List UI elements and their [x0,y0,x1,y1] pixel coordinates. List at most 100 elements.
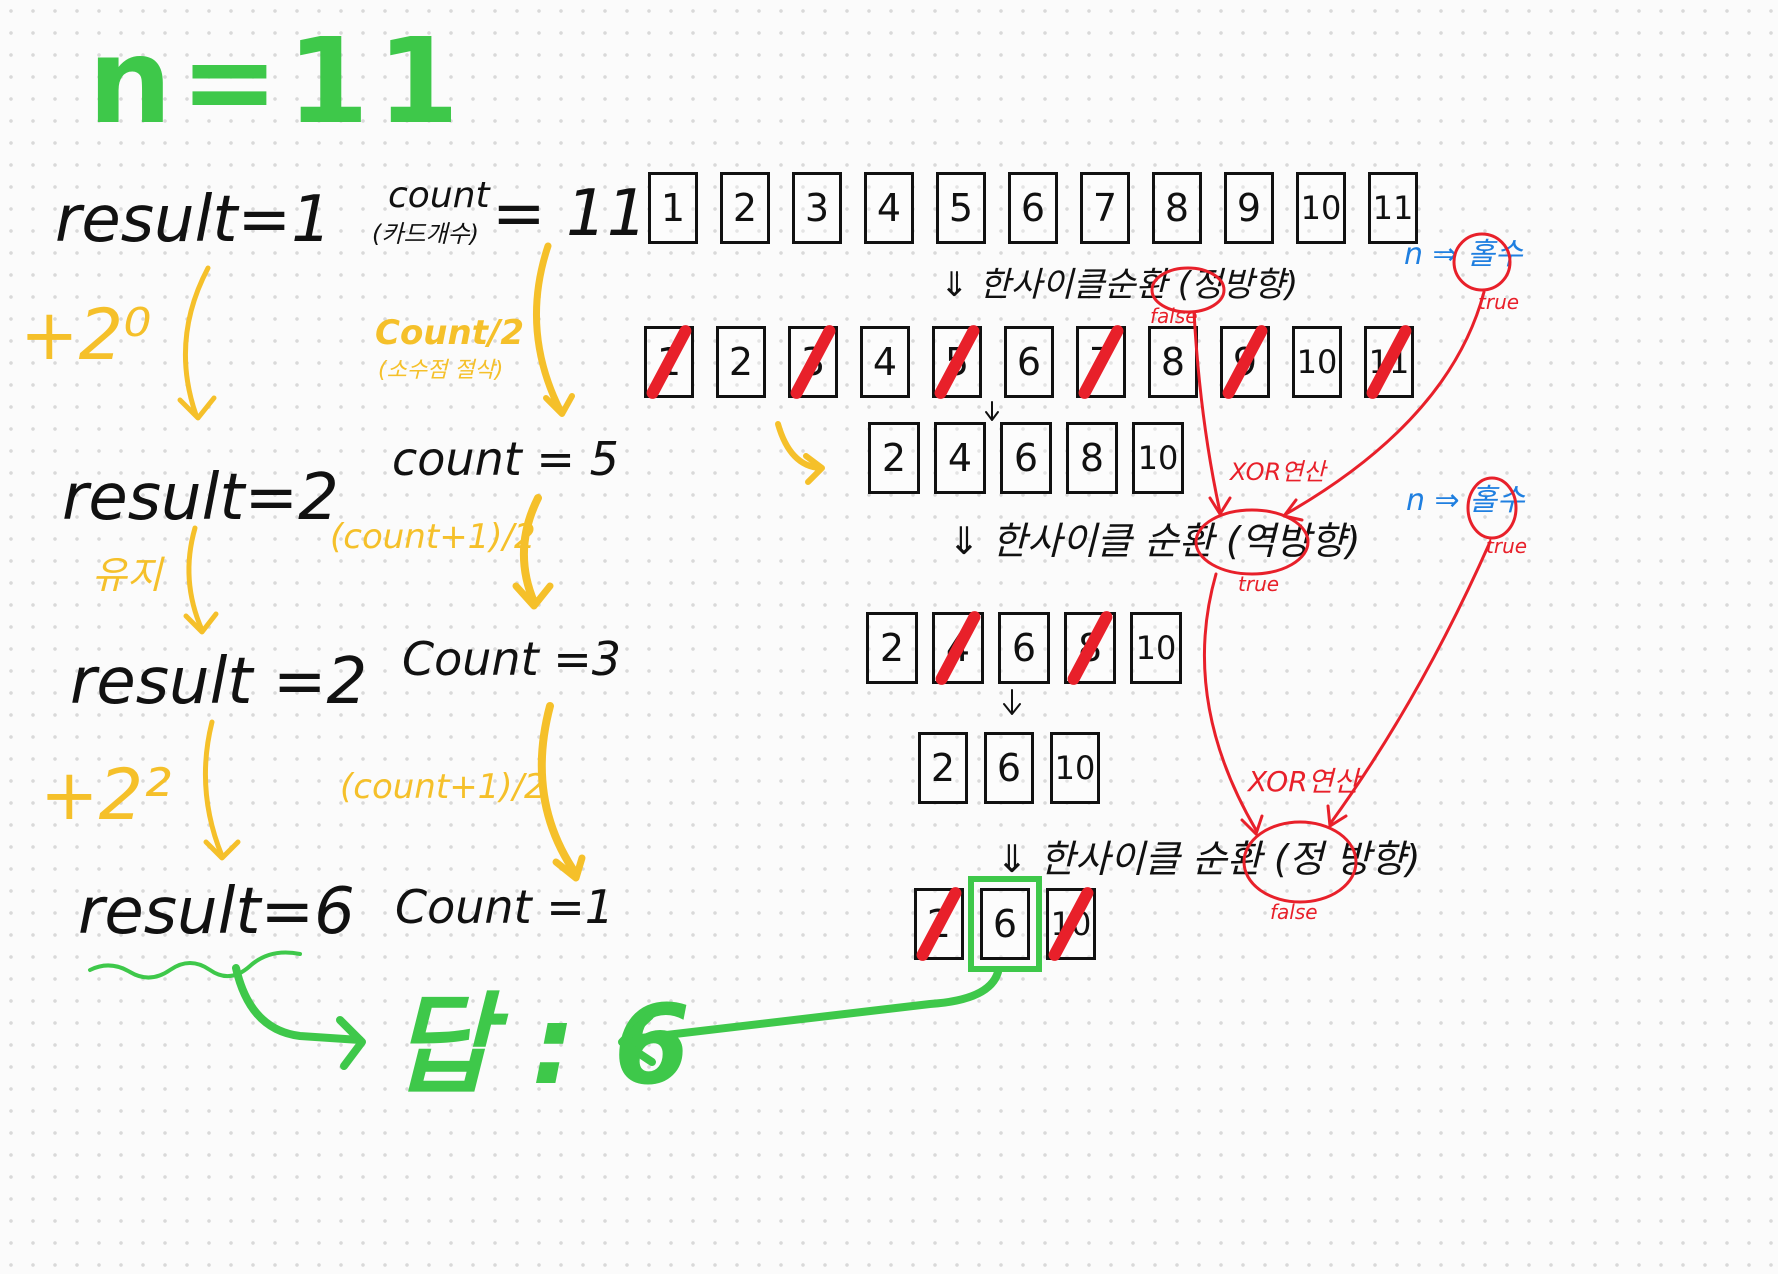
card-r2-4: 4 [860,326,910,398]
yellow-arrow-1-head [177,395,217,421]
odd-label-1-n: n ⇒ [1404,237,1458,272]
result-step-2: result=2 [62,461,339,535]
count-step-4: Count =1 [395,880,615,934]
card-r1-7: 7 [1080,172,1130,244]
card-r6-6: 6 [968,876,1042,972]
card-r1-5: 5 [936,172,986,244]
green-arrow-left-head [336,1016,366,1070]
card-r2-10: 10 [1292,326,1342,398]
result-op-3: +2² [40,754,172,836]
yellow-arrow-2-head [183,611,219,635]
count-step-2: count = 5 [392,432,619,486]
red-line-3 [1203,572,1258,832]
card-r2-8: 8 [1148,326,1198,398]
green-arrow-right [620,968,1002,1044]
card-r4-4: 4 [932,612,984,684]
odd-label-1: n ⇒ 홀수 [1404,240,1522,270]
xor-label-1: XOR연산 [1230,458,1326,486]
red-line-4-head [1326,804,1348,828]
card-r1-3: 3 [792,172,842,244]
cycle-label-3-dir: 정 방향 [1288,837,1406,881]
card-r2-3: 3 [788,326,838,398]
yellow-arrow-4 [532,242,564,414]
green-arrow-left [232,964,364,1044]
cycle-label-3-text: ⇓ 한사이클 순환 ( [996,837,1289,881]
xor-label-2: XOR연산 [1248,765,1360,798]
cycle-label-2-text: ⇓ 한사이클 순환 ( [948,519,1241,563]
card-r1-8: 8 [1152,172,1202,244]
count-sub-label: (카드개수) [372,220,480,248]
card-r2-1: 1 [644,326,694,398]
card-r3-8: 8 [1066,422,1118,494]
count-op-3: (count+1)/2 [340,767,546,807]
red-circle-3 [1242,820,1358,904]
card-r3-6: 6 [1000,422,1052,494]
card-r1-4: 4 [864,172,914,244]
red-line-2-head [1282,498,1304,522]
cycle-label-2-sub: true [1238,572,1280,596]
card-r4-2: 2 [866,612,918,684]
count-op-1-note: (소수점 절삭) [378,358,504,383]
card-r1-2: 2 [720,172,770,244]
yellow-arrow-5-head [512,582,554,610]
yellow-arrow-7 [775,421,823,471]
red-line-1 [1192,310,1222,514]
red-circle-2 [1194,508,1310,576]
card-r3-2: 2 [868,422,920,494]
card-r6-2: 2 [914,888,964,960]
odd-label-1-sub: true [1478,290,1520,314]
count-op-1: Count/2 [375,313,525,353]
green-underline [88,950,302,980]
cycle-label-1-close: ) [1284,265,1299,305]
card-r2-5: 5 [932,326,982,398]
yellow-arrow-5 [519,494,542,606]
count-step-3: Count =3 [402,632,622,686]
count-step-1: = 11 [492,177,648,251]
card-r6-10: 10 [1046,888,1096,960]
cycle-label-1-dir: 정방향 [1191,265,1285,305]
yellow-arrow-3-head [203,839,241,861]
red-line-2 [1284,290,1486,516]
red-circle-5 [1466,476,1518,540]
card-r5-2: 2 [918,732,968,804]
yellow-arrow-3 [202,719,225,859]
yellow-arrow-2 [186,525,205,633]
card-r2-9: 9 [1220,326,1270,398]
result-op-1: +2⁰ [20,294,152,376]
yellow-arrow-1 [182,265,211,418]
yellow-arrow-6-head [552,854,586,882]
answer: 답 : 6 [392,981,691,1109]
cycle-label-2: ⇓ 한사이클 순환 (역방향) [948,522,1360,560]
yellow-arrow-7-head [803,453,825,485]
green-arrow-right-head [618,1012,656,1066]
cycle-label-3-sub: false [1270,900,1318,924]
card-r5-10: 10 [1050,732,1100,804]
odd-label-2-sub: true [1486,534,1528,558]
down-arrow-1 [985,401,999,421]
card-r4-10: 10 [1130,612,1182,684]
title: n=11 [88,12,468,150]
card-r2-7: 7 [1076,326,1126,398]
red-circle-1 [1150,266,1226,314]
card-r2-6: 6 [1004,326,1054,398]
result-step-4: result=6 [78,875,355,949]
yellow-arrow-6 [537,702,580,878]
down-arrow-2 [1003,689,1021,715]
card-r1-10: 10 [1296,172,1346,244]
yellow-arrow-4-head [543,393,575,417]
card-r1-1: 1 [648,172,698,244]
cycle-label-2-dir: 역방향 [1240,519,1346,563]
result-step-1: result=1 [55,183,332,257]
result-op-2: 유지 [92,553,162,597]
card-r1-11: 11 [1368,172,1418,244]
cycle-label-2-close: ) [1345,519,1361,563]
card-r4-8: 8 [1064,612,1116,684]
card-r2-2: 2 [716,326,766,398]
red-circle-4 [1452,232,1512,292]
card-r3-10: 10 [1132,422,1184,494]
